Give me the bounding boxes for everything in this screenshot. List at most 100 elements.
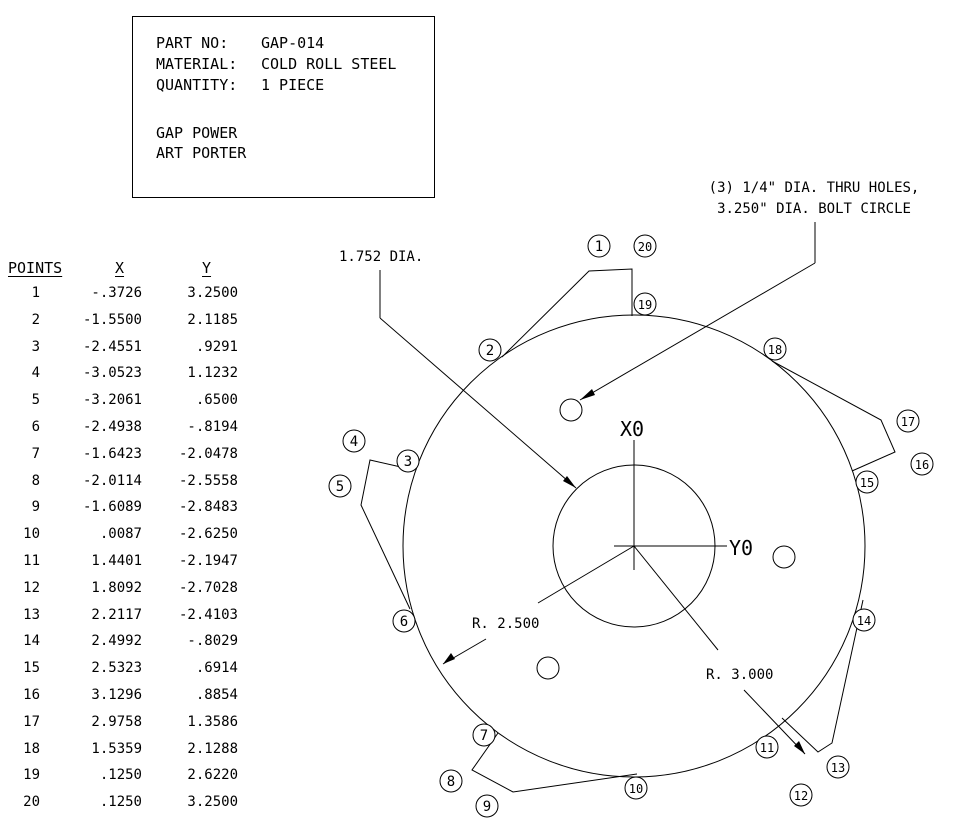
point-10-bubble — [624, 776, 648, 800]
point-3-label: 3 — [404, 454, 412, 470]
table-x-cell: -1.5500 — [82, 312, 142, 328]
table-point-cell: 20 — [23, 794, 40, 810]
table-point-cell: 18 — [23, 741, 40, 757]
point-14-bubble — [852, 608, 876, 632]
table-header-y: Y — [202, 259, 212, 277]
y0-label: Y0 — [729, 536, 753, 560]
point-17-label: 17 — [901, 415, 915, 429]
table-x-cell: -2.0114 — [82, 473, 142, 489]
table-y-cell: 3.2500 — [187, 794, 238, 810]
table-point-cell: 9 — [31, 499, 40, 515]
table-x-cell: -3.2061 — [82, 392, 142, 408]
tab-bottom — [471, 732, 638, 793]
bore-leader-diagonal — [379, 317, 577, 489]
tab-top — [501, 268, 633, 358]
table-y-cell: -2.0478 — [178, 446, 238, 462]
table-y-cell: -2.5558 — [178, 473, 238, 489]
point-20-bubble — [633, 234, 657, 258]
table-y-cell: .9291 — [195, 339, 238, 355]
material-label: MATERIAL: — [156, 55, 238, 73]
point-7-label: 7 — [480, 728, 488, 744]
author-name: ART PORTER — [156, 144, 247, 162]
table-y-cell: -.8194 — [187, 419, 238, 435]
point-14-label: 14 — [857, 614, 871, 628]
r-inner-label: R. 2.500 — [472, 616, 539, 632]
table-x-cell: 2.4992 — [91, 633, 142, 649]
quantity-label: QUANTITY: — [156, 76, 238, 94]
r-inner-dim-line — [537, 545, 635, 604]
table-point-cell: 17 — [23, 714, 40, 730]
table-y-cell: 2.6220 — [187, 767, 238, 783]
table-y-cell: .6914 — [195, 660, 238, 676]
point-3-bubble — [396, 449, 420, 473]
bolt-hole-1 — [559, 398, 583, 422]
table-y-cell: -2.1947 — [178, 553, 238, 569]
point-4-bubble — [342, 429, 366, 453]
point-4-label: 4 — [350, 434, 358, 450]
tab-lower-right — [781, 599, 864, 753]
table-point-cell: 6 — [31, 419, 40, 435]
tab-left — [360, 459, 415, 610]
part-no-value: GAP-014 — [261, 34, 325, 52]
bolt-hole-3 — [536, 656, 560, 680]
table-y-cell: 2.1288 — [187, 741, 238, 757]
table-x-cell: 2.2117 — [91, 607, 142, 623]
point-6-label: 6 — [400, 614, 408, 630]
table-x-cell: -2.4551 — [82, 339, 142, 355]
table-y-cell: 3.2500 — [187, 285, 238, 301]
table-point-cell: 14 — [23, 633, 40, 649]
table-x-cell: 2.5323 — [91, 660, 142, 676]
point-8-label: 8 — [447, 774, 455, 790]
point-11-label: 11 — [760, 741, 774, 755]
point-13-label: 13 — [831, 761, 845, 775]
point-19-bubble — [633, 292, 657, 316]
point-13-bubble — [826, 755, 850, 779]
table-x-cell: 1.4401 — [91, 553, 142, 569]
tab-right — [771, 360, 896, 472]
table-x-cell: .1250 — [99, 794, 142, 810]
table-point-cell: 12 — [23, 580, 40, 596]
point-2-label: 2 — [486, 343, 494, 359]
table-y-cell: -2.6250 — [178, 526, 238, 542]
point-9-label: 9 — [483, 799, 491, 815]
table-x-cell: .1250 — [99, 767, 142, 783]
table-y-cell: -.8029 — [187, 633, 238, 649]
table-x-cell: 2.9758 — [91, 714, 142, 730]
point-1-label: 1 — [595, 239, 603, 255]
r-outer-dim-line-2 — [743, 689, 806, 755]
table-x-cell: -1.6089 — [82, 499, 142, 515]
point-15-bubble — [855, 470, 879, 494]
table-y-cell: -2.7028 — [178, 580, 238, 596]
point-2-bubble — [478, 338, 502, 362]
bore-arrowhead — [563, 476, 576, 488]
table-point-cell: 8 — [31, 473, 40, 489]
table-point-cell: 19 — [23, 767, 40, 783]
point-19-label: 19 — [638, 298, 652, 312]
point-18-bubble — [763, 337, 787, 361]
point-18-label: 18 — [768, 343, 782, 357]
point-5-bubble — [328, 474, 352, 498]
point-17-bubble — [896, 409, 920, 433]
title-block: PART NO: GAP-014 MATERIAL: COLD ROLL STE… — [132, 16, 435, 198]
r-outer-label: R. 3.000 — [706, 667, 773, 683]
table-x-cell: .0087 — [99, 526, 142, 542]
table-point-cell: 5 — [31, 392, 40, 408]
table-x-cell: -.3726 — [91, 285, 142, 301]
point-7-bubble — [472, 723, 496, 747]
table-point-cell: 10 — [23, 526, 40, 542]
table-point-cell: 15 — [23, 660, 40, 676]
part-no-label: PART NO: — [156, 34, 229, 52]
point-12-label: 12 — [794, 789, 808, 803]
table-y-cell: -2.8483 — [178, 499, 238, 515]
x0-label: X0 — [620, 417, 644, 441]
table-point-cell: 1 — [31, 285, 40, 301]
r-outer-arrowhead — [794, 741, 805, 754]
table-y-cell: .8854 — [195, 687, 238, 703]
table-x-cell: -1.6423 — [82, 446, 142, 462]
table-y-cell: -2.4103 — [178, 607, 238, 623]
table-point-cell: 16 — [23, 687, 40, 703]
table-y-cell: 1.1232 — [187, 365, 238, 381]
holes-note-line2: 3.250" DIA. BOLT CIRCLE — [717, 201, 911, 217]
